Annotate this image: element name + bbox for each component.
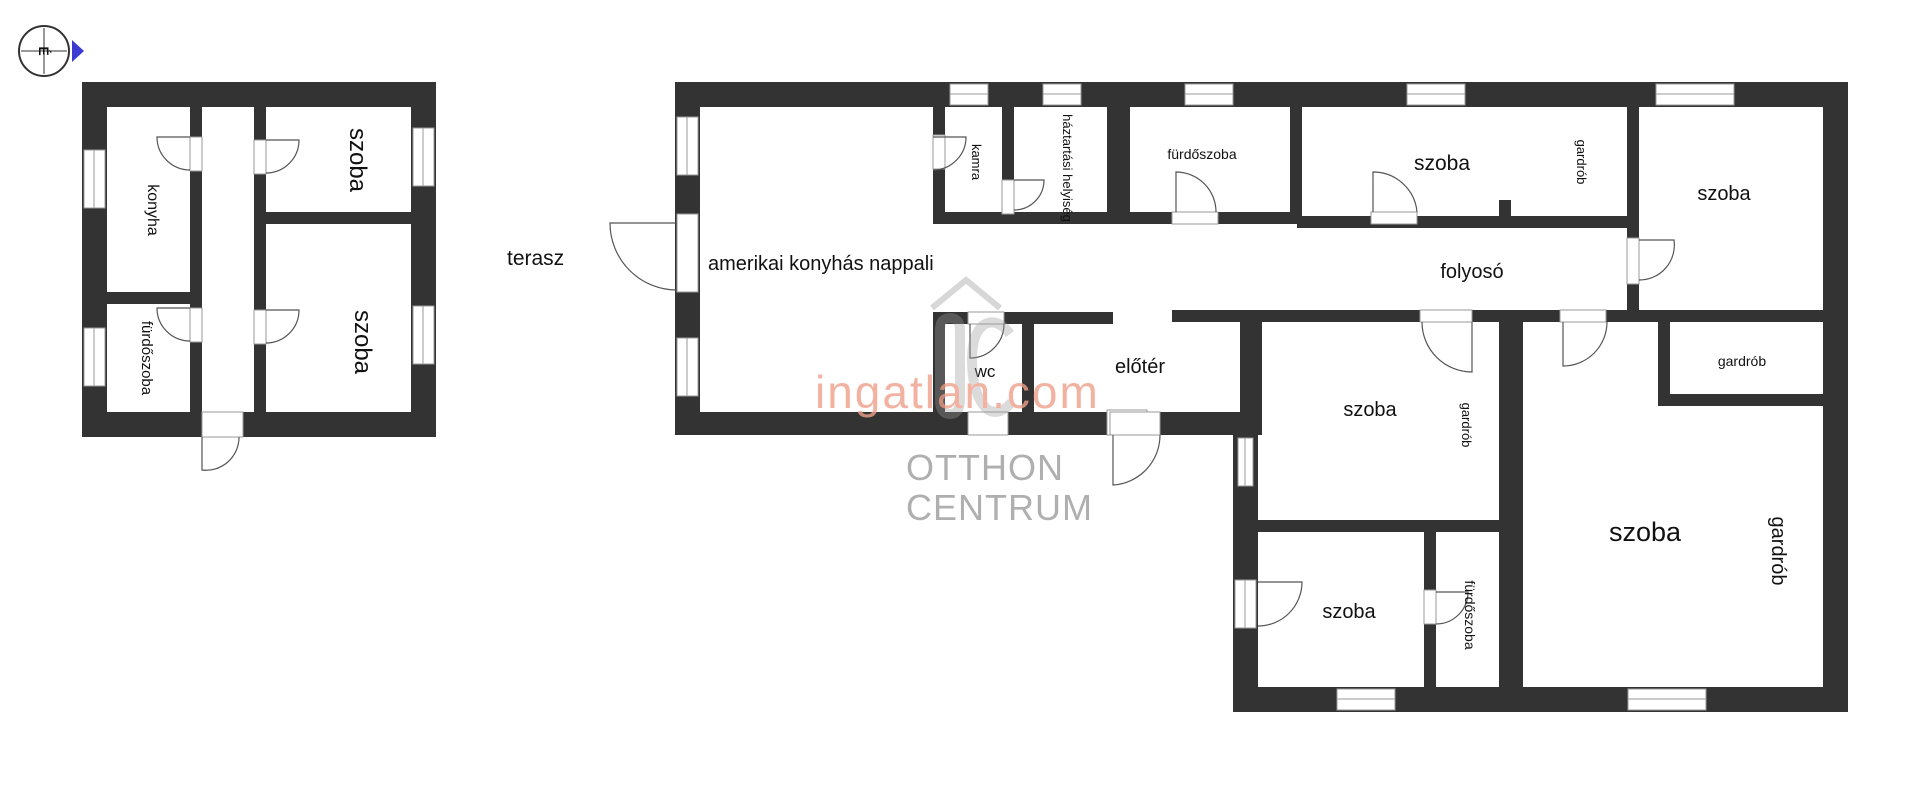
watermark-brand: ingatlan.com [815,366,1100,418]
door-swing-icon [156,307,191,342]
room-label-szoba: szoba [1609,517,1682,547]
wall [107,292,190,304]
area-label-terasz: terasz [507,247,564,270]
wall [675,412,1240,435]
door-swing-icon [1372,171,1418,213]
room-label-szoba: szoba [1697,183,1751,205]
room-label-wc: wc [974,362,996,381]
room-label-gardrob: gardrób [1574,140,1589,185]
watermark-line2: CENTRUM [906,487,1093,528]
room-label-szoba: szoba [1414,152,1470,175]
wall [1172,310,1826,322]
room-label-furdoszoba: fürdőszoba [1462,580,1478,649]
door-swing-icon [969,323,1005,359]
door-swing-icon [1421,321,1473,373]
door-swing-icon [1435,591,1469,625]
wall [1499,200,1511,216]
room-label-gardrob: gardrób [1767,517,1789,586]
watermark: ingatlan.com OTTHON CENTRUM [815,276,1100,528]
room-label-eloter: előtér [1115,356,1165,378]
wall [1499,322,1511,687]
wall [1297,216,1629,228]
room-label-gardrob: gardrób [1718,353,1766,369]
wall [1118,107,1130,222]
compass: É [18,25,84,77]
wall [1233,687,1848,712]
wall [266,212,411,224]
wall [1658,394,1825,406]
room-label-furdoszoba: fürdőszoba [138,321,155,396]
watermark-logo-icon [930,276,1002,311]
room-label-furdoszoba: fürdőszoba [1167,146,1236,162]
room-label-szoba: szoba [344,128,371,193]
watermark-logo-icon [966,317,1016,417]
room-label-folyoso: folyosó [1440,261,1503,283]
room-label-nappali: amerikai konyhás nappali [708,253,934,275]
room-label-kamra: kamra [969,144,984,181]
door-swing-icon [1112,434,1161,486]
room-label-szoba: szoba [349,310,376,375]
wall [1290,107,1302,222]
wall [675,82,1848,107]
wall [933,312,945,412]
watermark-logo-icon [935,312,965,420]
door-swing-icon [1562,321,1608,367]
wall [1022,322,1034,412]
room-label-konyha: konyha [144,184,161,236]
door-swing-icon [1175,171,1217,213]
wall [1612,310,1714,322]
wall [1240,322,1252,412]
wall [1823,82,1848,712]
door-swing-icon [1257,581,1303,627]
wall [1258,520,1511,532]
wall [1107,107,1119,222]
room-label-szoba: szoba [1322,601,1376,623]
wall [1250,322,1262,435]
room-label-szoba: szoba [1343,399,1397,421]
door-swing-icon [265,139,300,174]
door-swing-icon [156,136,191,171]
door-swing-icon [932,136,967,171]
watermark-line1: OTTHON [906,447,1064,488]
wall [243,412,436,437]
wall [1627,107,1639,242]
wall [82,82,436,107]
door-swing-icon [1638,239,1675,281]
wall [1658,322,1670,404]
door-swing-icon [1013,179,1045,211]
room-label-haztartasi: háztartási helyiség [1060,114,1075,222]
main-building: amerikai konyhás nappali kamra háztartás… [609,82,1848,712]
door-swing-icon [201,436,240,471]
wall [933,212,1297,224]
wall [1511,322,1523,687]
wall [1780,310,1825,322]
door-swing-icon [609,222,678,291]
compass-letter: É [36,46,52,55]
compass-north-arrow-icon [72,40,84,62]
door-swing-icon [265,309,300,344]
room-label-gardrob: gardrób [1459,403,1474,448]
small-building: konyha szoba fürdőszoba szoba [82,82,436,471]
